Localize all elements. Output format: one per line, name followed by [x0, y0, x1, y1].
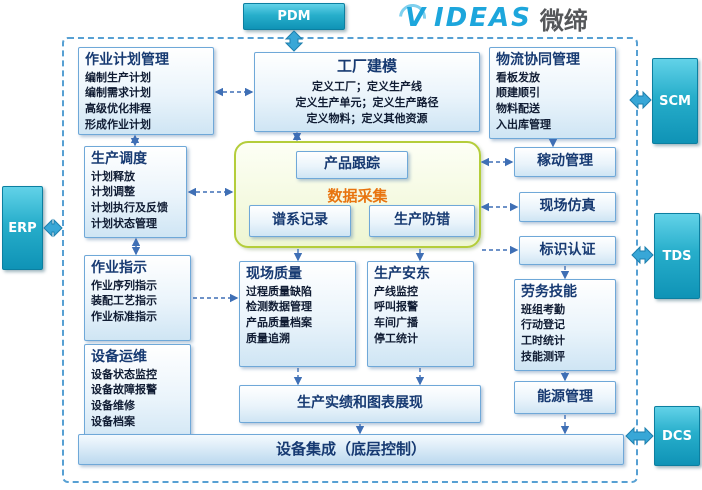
- module-performance: 生产实绩和图表展现: [239, 385, 481, 423]
- module-title: 谱系记录: [272, 212, 328, 229]
- module-item: 计划状态管理: [91, 217, 157, 231]
- module-equipment-om: 设备运维 设备状态监控 设备故障报警 设备维修 设备档案: [84, 344, 191, 445]
- scm-label: SCM: [659, 93, 691, 109]
- external-system-dcs: DCS: [654, 406, 700, 466]
- external-system-pdm: PDM: [243, 3, 345, 30]
- module-title: 物流协同管理: [496, 52, 580, 68]
- module-integration-bar: 设备集成（底层控制）: [78, 434, 624, 465]
- module-item: 技能测评: [521, 350, 565, 364]
- module-title: 现场质量: [246, 266, 302, 282]
- logo: V IDEAS 微缔: [393, 0, 588, 37]
- module-product-tracking: 产品跟踪: [296, 151, 408, 179]
- module-item: 定义物料；定义其他资源: [306, 111, 428, 125]
- module-title: 稼动管理: [537, 153, 593, 170]
- module-job-planning: 作业计划管理 编制生产计划 编制需求计划 高级优化排程 形成作业计划: [78, 47, 214, 135]
- module-error-proofing: 生产防错: [369, 205, 475, 237]
- module-utilization: 稼动管理: [514, 147, 616, 177]
- module-item: 定义生产单元；定义生产路径: [295, 95, 439, 109]
- module-item: 作业序列指示: [91, 278, 157, 292]
- module-logistics: 物流协同管理 看板发放 顺建顺引 物料配送 入出库管理: [489, 47, 616, 139]
- module-item: 入出库管理: [496, 118, 551, 132]
- module-item: 车间广播: [374, 316, 418, 330]
- external-system-scm: SCM: [652, 58, 698, 144]
- module-title: 标识认证: [539, 241, 596, 258]
- module-item: 设备状态监控: [91, 367, 157, 381]
- module-item: 过程质量缺陷: [246, 284, 312, 298]
- erp-arrow: [43, 218, 63, 238]
- module-item: 编制需求计划: [85, 86, 151, 100]
- logo-brand-cn: 微缔: [539, 6, 588, 35]
- module-item: 计划释放: [91, 169, 135, 183]
- logo-brand-text: IDEAS: [434, 3, 532, 33]
- module-energy: 能源管理: [514, 381, 616, 414]
- module-labor-skills: 劳务技能 班组考勤 行动登记 工时统计 技能测评: [514, 279, 616, 371]
- module-item: 产线监控: [374, 284, 418, 298]
- module-scheduling: 生产调度 计划释放 计划调整 计划执行及反馈 计划状态管理: [84, 146, 187, 238]
- module-item: 计划调整: [91, 185, 135, 199]
- module-title: 产品跟踪: [324, 156, 380, 173]
- module-title: 设备集成（底层控制）: [275, 440, 426, 459]
- module-item: 设备维修: [91, 399, 135, 413]
- logo-swoosh-icon: V: [393, 0, 432, 37]
- module-item: 看板发放: [496, 70, 540, 84]
- module-item: 质量追溯: [246, 332, 290, 346]
- module-item: 形成作业计划: [85, 118, 151, 132]
- module-genealogy-record: 谱系记录: [249, 205, 351, 237]
- module-item: 设备档案: [91, 415, 135, 429]
- module-item: 计划执行及反馈: [91, 201, 168, 215]
- tds-label: TDS: [662, 248, 692, 264]
- module-title: 能源管理: [537, 388, 593, 405]
- module-title: 作业指示: [91, 260, 147, 276]
- module-item: 装配工艺指示: [91, 294, 157, 308]
- module-item: 产品质量档案: [246, 316, 312, 330]
- module-identification: 标识认证: [519, 236, 616, 265]
- module-title: 生产调度: [91, 151, 147, 167]
- module-item: 行动登记: [521, 318, 565, 332]
- erp-label: ERP: [8, 220, 37, 236]
- module-item: 班组考勤: [521, 302, 565, 316]
- module-item: 停工统计: [374, 332, 418, 346]
- module-andon: 生产安东 产线监控 呼叫报警 车间广播 停工统计: [367, 261, 474, 367]
- external-system-erp: ERP: [2, 186, 43, 270]
- module-item: 设备故障报警: [91, 383, 157, 397]
- module-factory-modeling: 工厂建模 定义工厂；定义生产线 定义生产单元；定义生产路径 定义物料；定义其他资…: [254, 52, 480, 132]
- logo-v-letter: V: [405, 3, 426, 33]
- module-item: 高级优化排程: [85, 102, 151, 116]
- module-item: 定义工厂；定义生产线: [312, 79, 422, 93]
- external-system-tds: TDS: [654, 213, 700, 299]
- module-title: 生产防错: [394, 212, 450, 229]
- module-item: 检测数据管理: [246, 300, 312, 314]
- module-item: 呼叫报警: [374, 300, 418, 314]
- data-collection-label: 数据采集: [327, 187, 388, 205]
- dcs-label: DCS: [662, 428, 692, 444]
- pdm-label: PDM: [277, 9, 311, 24]
- module-item: 作业标准指示: [91, 310, 157, 324]
- module-title: 生产实绩和图表展现: [297, 395, 423, 412]
- module-data-collection: 产品跟踪 数据采集 谱系记录 生产防错: [234, 141, 481, 248]
- module-title: 工厂建模: [336, 57, 397, 75]
- module-title: 现场仿真: [539, 198, 596, 215]
- module-simulation: 现场仿真: [519, 192, 616, 222]
- module-quality: 现场质量 过程质量缺陷 检测数据管理 产品质量档案 质量追溯: [239, 261, 356, 367]
- module-item: 物料配送: [496, 102, 540, 116]
- module-title: 设备运维: [91, 349, 147, 365]
- module-title: 生产安东: [374, 266, 430, 282]
- module-title: 作业计划管理: [85, 52, 169, 68]
- module-title: 劳务技能: [521, 284, 577, 300]
- module-item: 工时统计: [521, 334, 565, 348]
- module-item: 编制生产计划: [85, 70, 151, 84]
- module-item: 顺建顺引: [496, 86, 540, 100]
- module-job-instruction: 作业指示 作业序列指示 装配工艺指示 作业标准指示: [84, 255, 191, 341]
